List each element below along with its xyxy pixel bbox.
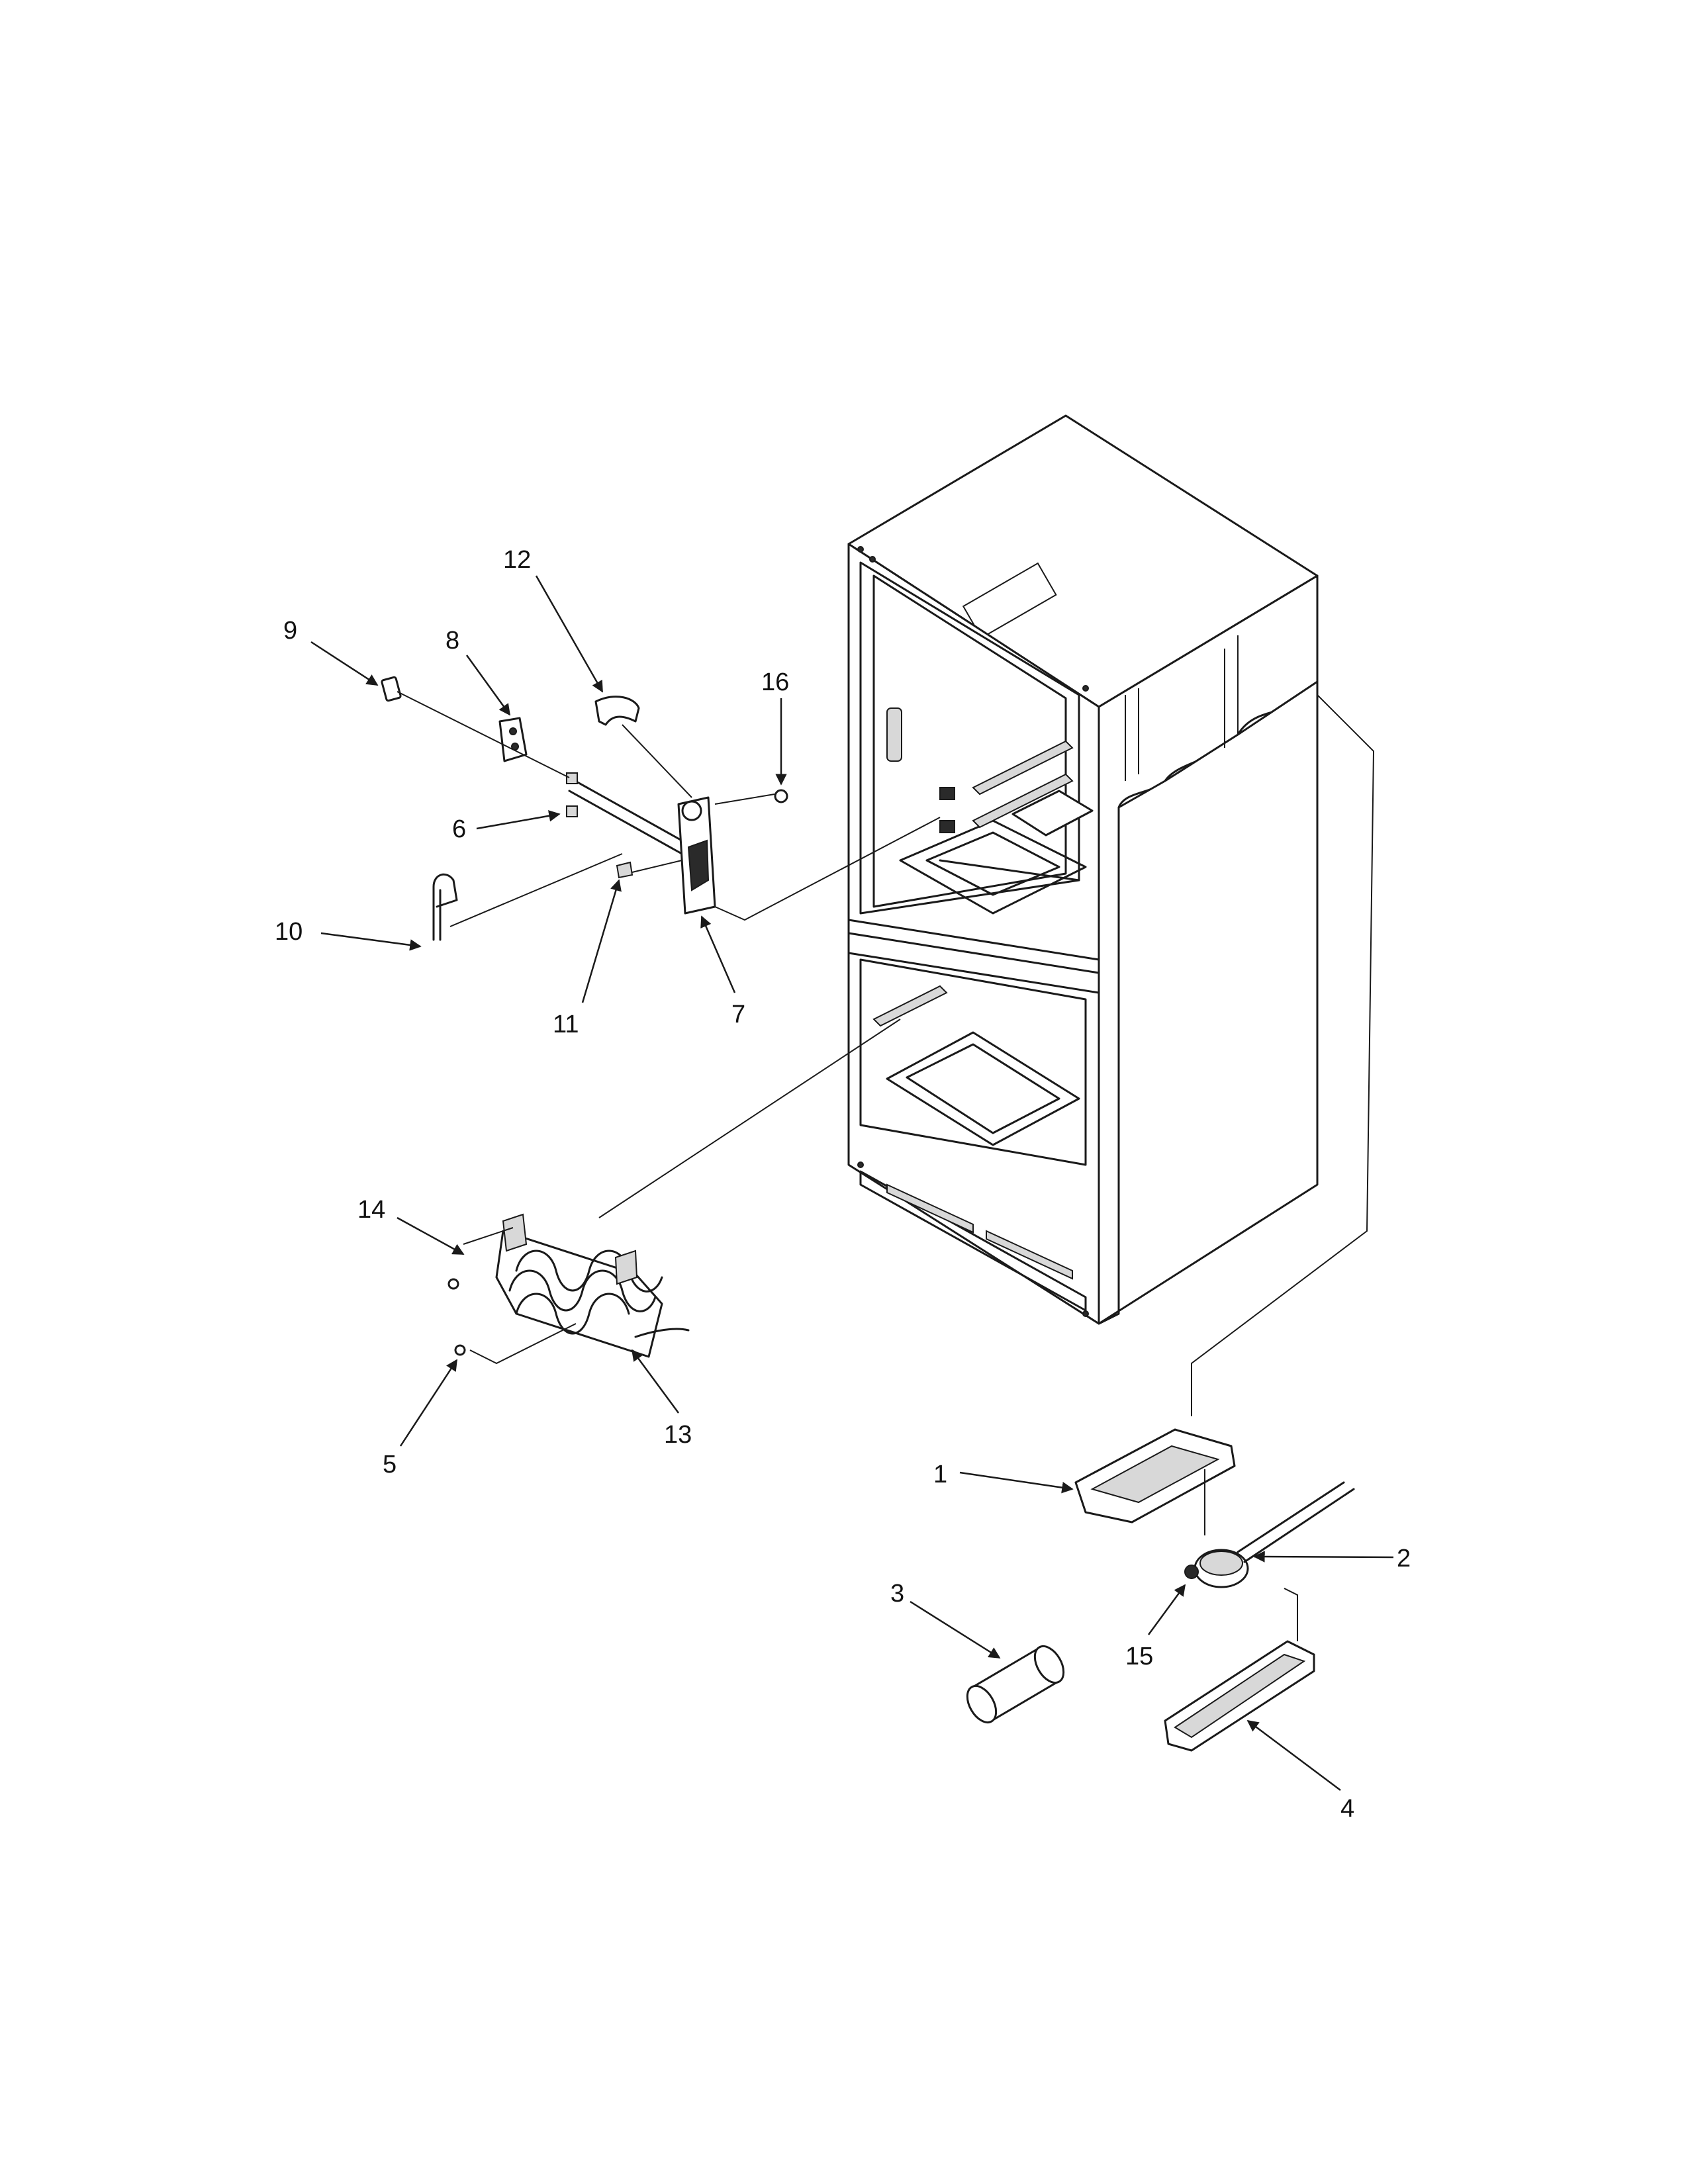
part-16-screw [774, 789, 788, 803]
part-8-bracket [498, 717, 528, 762]
part-14-screw [447, 1278, 459, 1290]
part-5-screw [454, 1344, 466, 1356]
callout-9: 9 [283, 617, 297, 645]
part-12-cap [594, 696, 640, 726]
part-15-knob [1184, 1565, 1199, 1579]
callout-leaders [310, 575, 1394, 1791]
callout-5: 5 [383, 1451, 397, 1479]
callout-10: 10 [275, 918, 303, 946]
callout-6: 6 [452, 815, 466, 843]
callout-labels: 1 2 3 4 5 6 7 8 9 10 11 12 13 14 15 16 [275, 546, 1411, 1823]
heater-assembly [447, 1019, 901, 1365]
lower-right-parts [966, 694, 1375, 1752]
callout-4: 4 [1340, 1795, 1354, 1823]
callout-1: 1 [933, 1461, 947, 1488]
callout-12: 12 [503, 546, 531, 574]
part-9-clip [381, 676, 402, 702]
callout-13: 13 [664, 1421, 692, 1449]
part-3-cylinder [966, 1645, 1065, 1723]
part-10-tube [432, 873, 458, 941]
part-6-rod [568, 776, 683, 842]
callout-2: 2 [1397, 1545, 1411, 1572]
callout-16: 16 [761, 668, 789, 696]
callout-14: 14 [357, 1196, 385, 1224]
damper-assembly [381, 676, 941, 941]
part-11-clip [616, 861, 633, 879]
callout-15: 15 [1125, 1643, 1153, 1670]
callout-3: 3 [890, 1580, 904, 1608]
callout-8: 8 [445, 627, 459, 655]
callout-7: 7 [731, 1001, 745, 1028]
refrigerator-cabinet [847, 414, 1319, 1325]
callout-11: 11 [553, 1011, 579, 1038]
